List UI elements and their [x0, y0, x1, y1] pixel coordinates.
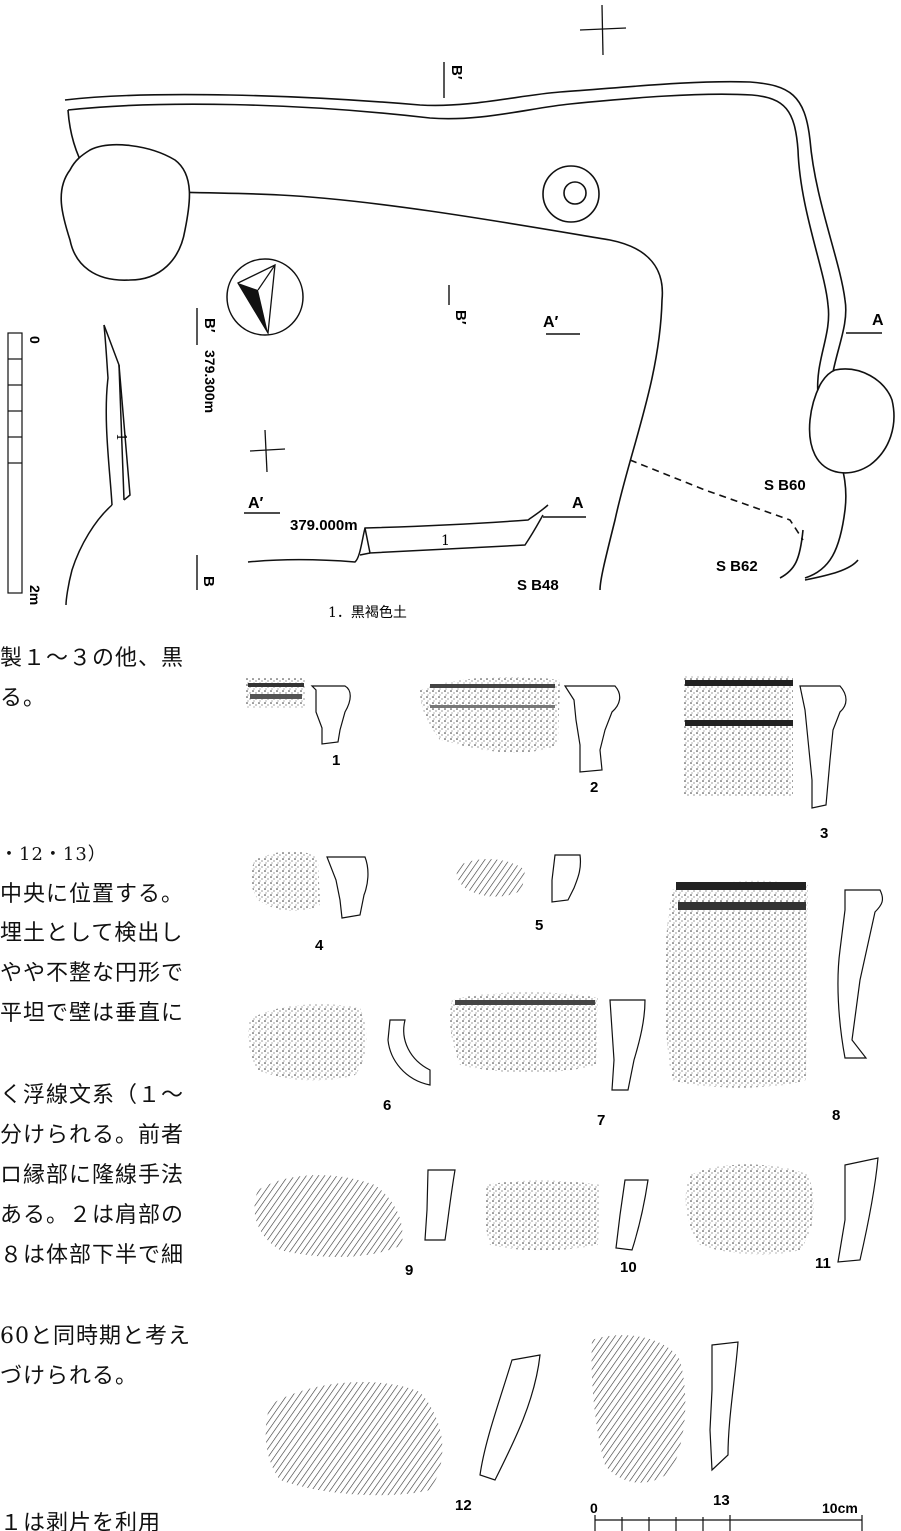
sherd-label-5: 5: [535, 917, 543, 934]
sherd-label-13: 13: [713, 1492, 730, 1509]
scale-two-m: 2m: [27, 585, 43, 605]
text-line-8: く浮線文系（１～: [0, 1083, 185, 1108]
sherd-label-12: 12: [455, 1497, 472, 1514]
elevation-vertical: 379.300m: [202, 350, 218, 413]
sherd-label-10: 10: [620, 1259, 637, 1276]
text-line-3: ・12・13）: [0, 844, 107, 865]
sherd-6: 6: [248, 1004, 431, 1114]
sherd-11: 11: [685, 1157, 879, 1272]
text-line-9: 分けられる。前者: [0, 1123, 185, 1148]
sherd-label-9: 9: [405, 1262, 413, 1279]
layer-number-section: 1: [441, 533, 450, 549]
pit-inner-outline: [67, 93, 830, 396]
sherd-5: 5: [456, 854, 582, 934]
legend-soil: 1．黒褐色土: [328, 604, 407, 621]
text-line-4: 中央に位置する。: [0, 882, 185, 907]
sherd-12: 12: [265, 1354, 541, 1514]
sherd-4: 4: [250, 851, 369, 954]
text-line-7: 平坦で壁は垂直に: [0, 1001, 185, 1026]
sherd-label-2: 2: [590, 779, 598, 796]
text-line-10: ロ縁部に隆線手法: [0, 1163, 185, 1188]
sherd-label-8: 8: [832, 1107, 840, 1124]
label-b-bottom: B: [200, 576, 217, 587]
scale-bar-vertical: [7, 332, 23, 594]
post-hole-inner: [563, 181, 587, 205]
text-line-12: ８は体部下半で細: [0, 1243, 185, 1268]
grid-cross-top: [579, 4, 627, 56]
text-line-5: 埋土として検出し: [0, 921, 184, 946]
sherd-label-11: 11: [815, 1255, 831, 1272]
boulder-left: [60, 144, 191, 281]
label-sb48: S B48: [517, 577, 559, 594]
post-hole-outer: [542, 165, 600, 223]
text-line-14: づけられる。: [0, 1364, 139, 1389]
sherd-9: 9: [254, 1169, 456, 1279]
text-line-6: やや不整な円形で: [0, 961, 185, 986]
grid-cross-left: [249, 429, 286, 473]
text-line-1: 製１～３の他、黒: [0, 646, 185, 671]
section-bb: [65, 324, 131, 606]
label-b-prime-left: B′: [201, 318, 218, 333]
sherd-label-3: 3: [820, 825, 828, 842]
scale-zero: 0: [27, 336, 43, 344]
sherd-1: 1: [246, 678, 351, 769]
sherd-10: 10: [485, 1179, 649, 1276]
sherd-8: 8: [664, 880, 884, 1124]
north-arrow-icon: [226, 258, 304, 336]
sherd-2: 2: [420, 677, 621, 796]
section-aa: [247, 504, 549, 563]
elevation-horizontal: 379.000m: [290, 517, 358, 534]
pit-outer-outline: [64, 80, 847, 579]
text-line-11: ある。２は肩部の: [0, 1203, 185, 1228]
label-a-right: A: [872, 312, 884, 329]
label-sb62: S B62: [716, 558, 758, 575]
label-sb60: S B60: [764, 477, 806, 494]
scale-bar-horizontal: [594, 1515, 863, 1531]
label-a-prime-mid: A′: [543, 314, 559, 331]
scale-label-10cm: 10cm: [822, 1500, 858, 1516]
text-line-13: 60と同時期と考え: [0, 1324, 191, 1349]
label-a-prime-section: A′: [248, 495, 264, 512]
sherd-label-4: 4: [315, 937, 324, 954]
sherd-13: 13: [591, 1335, 739, 1509]
sherd-3: 3: [683, 676, 847, 842]
boulder-right: [808, 368, 895, 474]
scale-label-zero: 0: [590, 1500, 598, 1516]
sherd-7: 7: [450, 992, 646, 1129]
label-b-prime-mid: B′: [452, 310, 469, 325]
section-markers: [196, 62, 882, 590]
text-line-15: １は剥片を利用: [0, 1511, 162, 1531]
sherd-label-7: 7: [597, 1112, 605, 1129]
label-b-prime-top: B′: [448, 65, 465, 80]
sb60-sb62-boundary: [629, 459, 804, 541]
sherd-label-6: 6: [383, 1097, 391, 1114]
label-a-section: A: [572, 495, 584, 512]
pit-plan: [60, 80, 895, 591]
layer-number-vertical: 1: [113, 433, 128, 441]
sherd-label-1: 1: [332, 752, 340, 769]
text-line-2: る。: [0, 686, 47, 711]
